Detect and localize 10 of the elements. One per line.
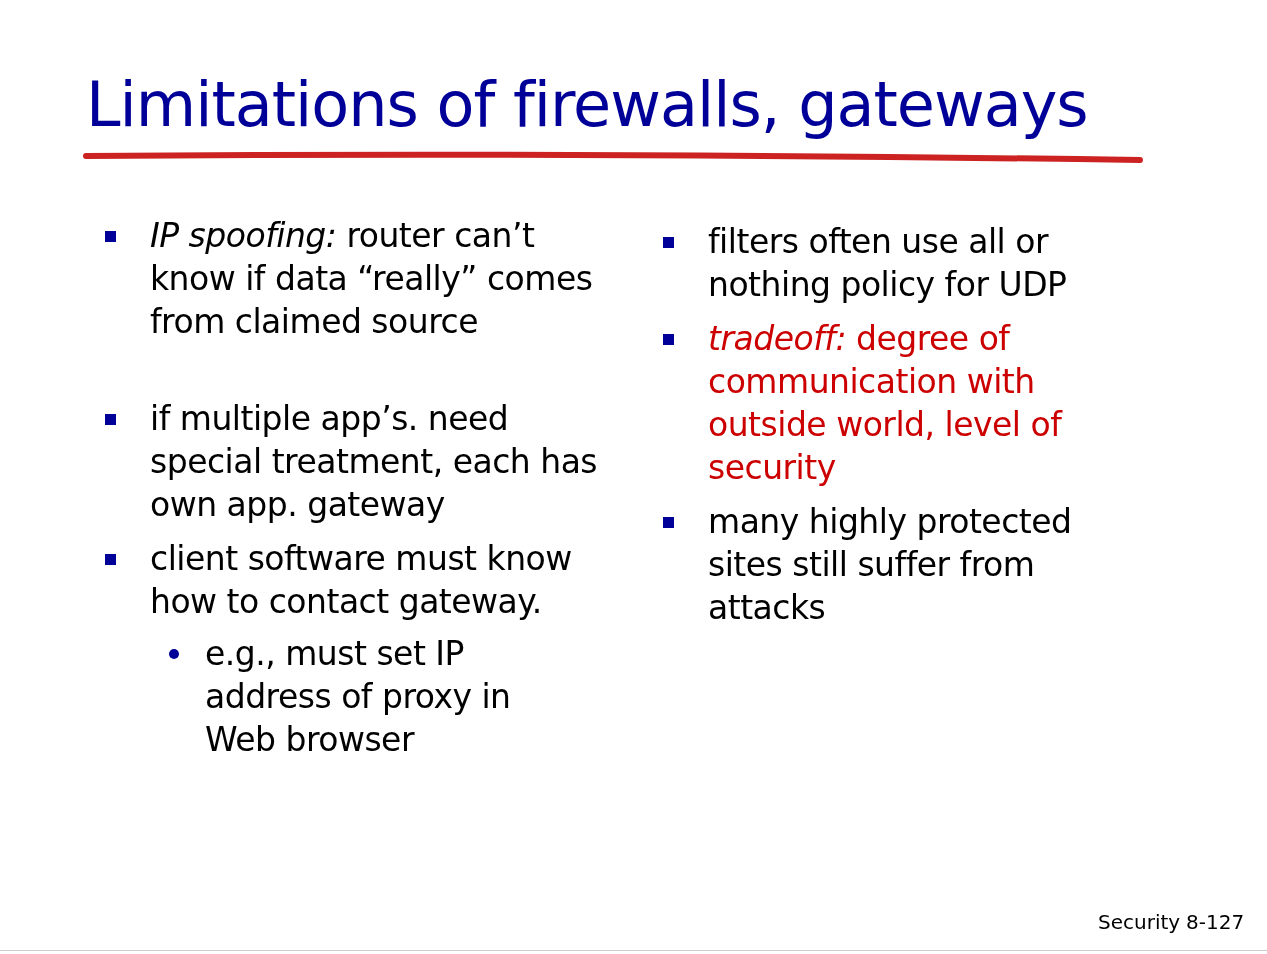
slide-number: 8-127 (1186, 910, 1245, 934)
bullet-text: filters often use all or nothing policy for UDP (708, 221, 1068, 306)
bullet-text: client software must know how to contact gateway. (150, 538, 573, 623)
slide-title: Limitations of firewalls, gateways (86, 68, 1088, 141)
bullet-text: IP spoofing: router can’t know if data “really” comes from claimed source (150, 215, 594, 343)
footer-text: Security (1098, 910, 1181, 934)
bullet-text: if multiple app’s. need special treatment, each has own app. gateway (150, 398, 599, 526)
sub-bullet-text: e.g., must set IP address of proxy in Web browser (205, 633, 512, 761)
bullet-text: many highly protected sites still suffer from attacks (708, 501, 1073, 629)
bullet-text: tradeoff: degree of communication with outside world, level of security (708, 318, 1064, 489)
